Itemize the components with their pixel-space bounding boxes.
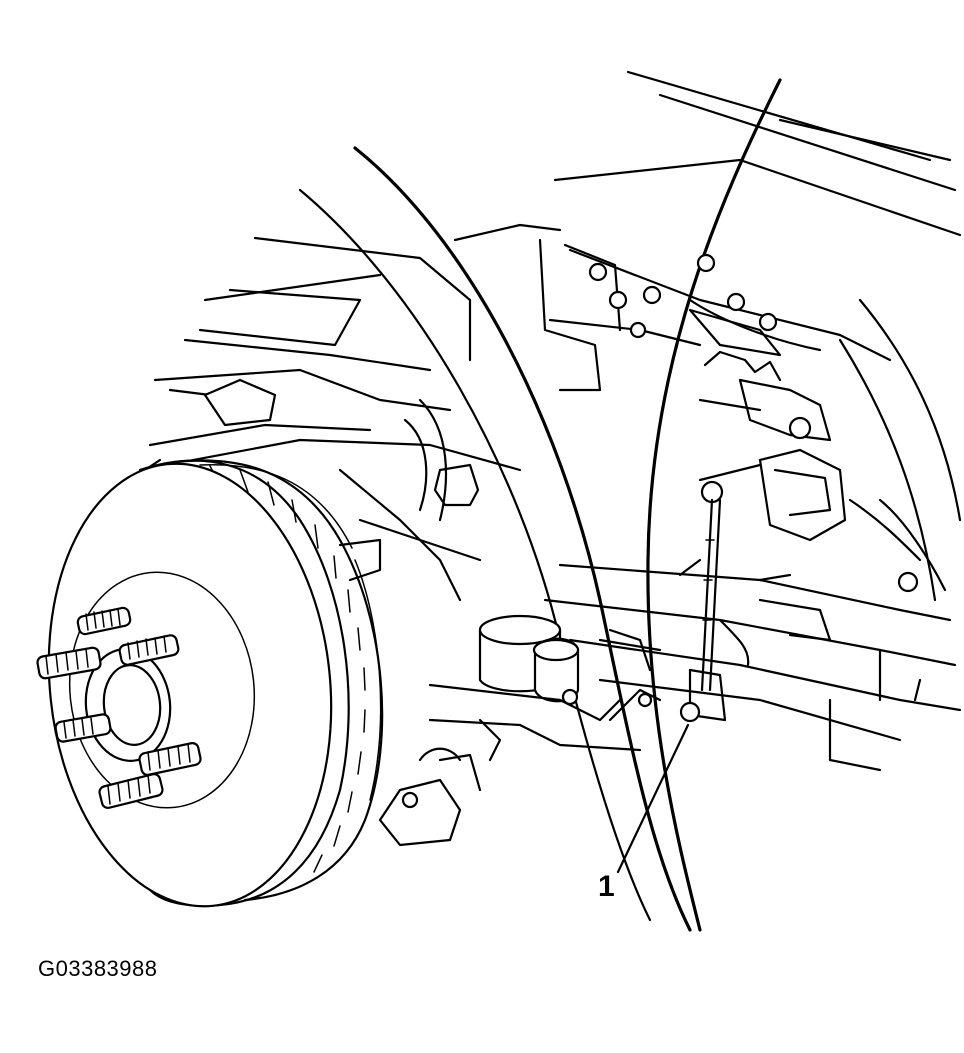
control-arm	[338, 398, 662, 847]
callout-1-leader	[616, 723, 690, 874]
hub	[36, 606, 202, 809]
rotor-vents	[209, 465, 366, 873]
frame-rail	[138, 223, 622, 472]
height-sensor-assembly	[679, 448, 947, 723]
brake-rotor	[47, 459, 384, 908]
crossmember	[548, 248, 892, 442]
body-panel-lines	[298, 70, 962, 932]
lower-rail	[543, 558, 962, 772]
callout-label-1: 1	[598, 870, 615, 903]
wheel-studs	[36, 606, 202, 809]
figure-id-code: G03383988	[38, 956, 158, 981]
